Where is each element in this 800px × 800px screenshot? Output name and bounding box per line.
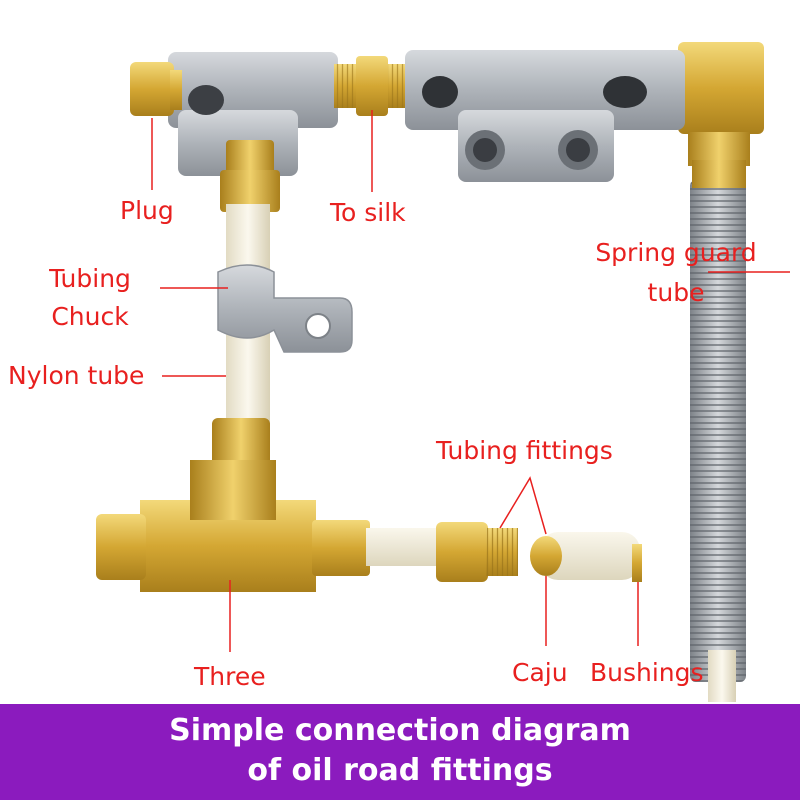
label-bushings: Bushings	[590, 658, 704, 687]
tubing-fittings-leader	[499, 476, 547, 535]
vertical-fitting-part	[220, 140, 280, 212]
spring-guard-tube-part	[690, 180, 746, 702]
tubing-chuck-part	[217, 264, 353, 353]
brass-elbow-part	[678, 42, 764, 188]
tee-part	[96, 460, 370, 592]
label-spring-guard-line2: tube	[647, 278, 705, 307]
brass-connector-part	[334, 56, 410, 116]
horizontal-nylon-tube	[366, 528, 640, 580]
label-nylon-tube: Nylon tube	[8, 361, 145, 390]
label-caju: Caju	[512, 658, 568, 687]
label-to-silk: To silk	[330, 198, 406, 227]
distributor-block-left	[168, 52, 338, 176]
tubing-fitting-nut	[436, 522, 518, 582]
label-tubing-fittings: Tubing fittings	[436, 436, 613, 465]
label-tubing-chuck-line1: Tubing	[49, 264, 131, 293]
caption-line-2: of oil road fittings	[247, 753, 553, 788]
label-plug: Plug	[120, 196, 174, 225]
tee-top-nut	[212, 418, 270, 468]
leader-lines	[151, 110, 790, 652]
caju-ferrule	[530, 536, 562, 576]
label-three: Three	[194, 662, 266, 691]
label-spring-guard-line1: Spring guard	[595, 238, 757, 267]
caption-line-1: Simple connection diagram	[169, 713, 631, 748]
bushing-part	[632, 544, 642, 582]
label-tubing-chuck-line2: Chuck	[51, 302, 129, 331]
plug-part	[130, 62, 182, 116]
caption-banner: Simple connection diagram of oil road fi…	[0, 704, 800, 800]
distributor-block-right	[405, 50, 685, 182]
